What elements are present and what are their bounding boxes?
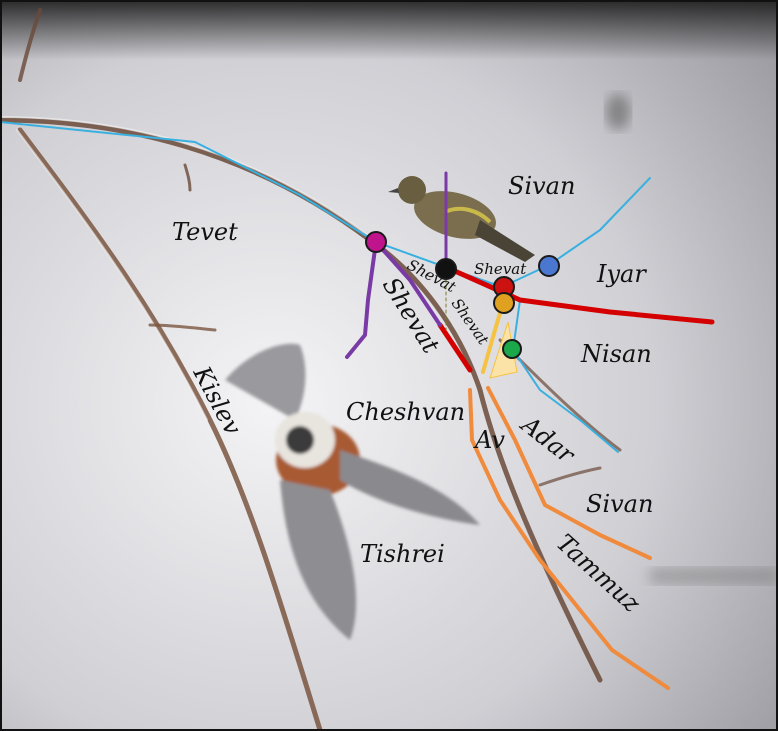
label-tevet: Tevet — [172, 218, 238, 246]
label-cheshvan: Cheshvan — [346, 398, 465, 426]
label-nisan: Nisan — [580, 340, 652, 368]
gold-dot — [494, 293, 514, 313]
green-dot — [503, 340, 521, 358]
label-tishrei: Tishrei — [360, 540, 445, 568]
label-av: Av — [473, 426, 505, 454]
right-blur-branch — [650, 568, 778, 584]
blur-spot — [606, 94, 630, 130]
label-sivan-bottom: Sivan — [586, 490, 653, 518]
blue-dot — [539, 256, 559, 276]
label-sivan-top: Sivan — [508, 172, 575, 200]
label-shevat-small-3: Shevat — [474, 260, 527, 278]
top-shadow — [0, 0, 778, 60]
label-iyar: Iyar — [596, 260, 647, 288]
magenta-dot — [366, 232, 386, 252]
